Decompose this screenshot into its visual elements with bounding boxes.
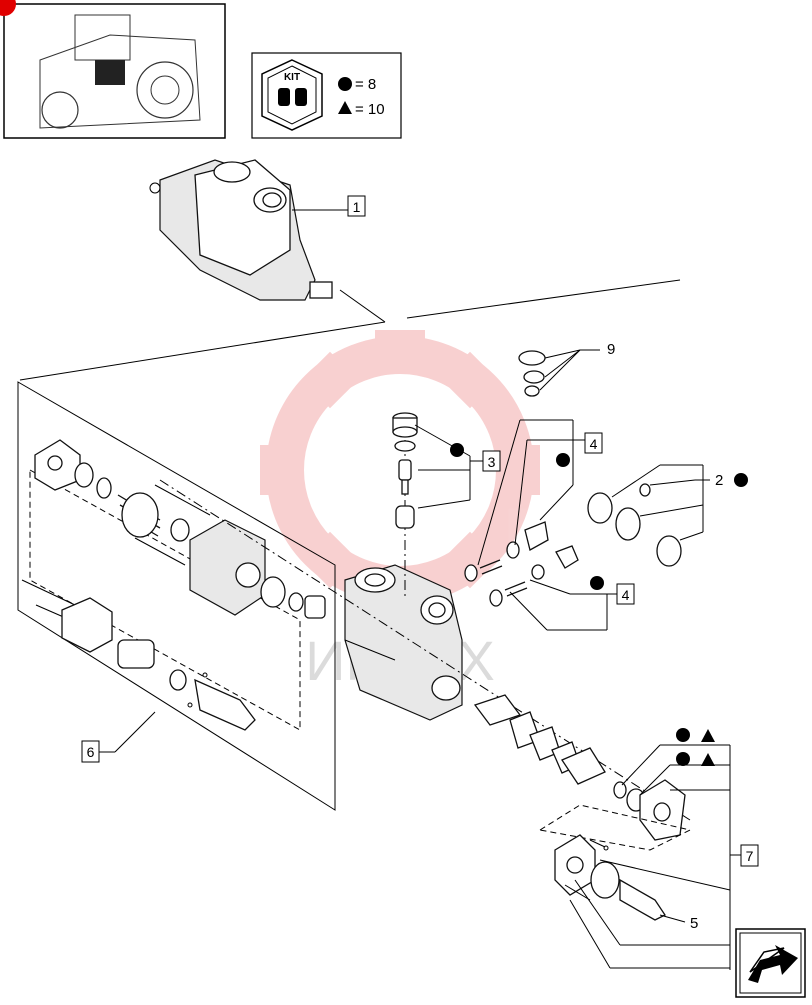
leader-lines-part-1 — [19, 279, 681, 381]
part-4-upper-components — [464, 521, 549, 582]
callout-4-upper-label: 4 — [590, 436, 598, 452]
exploded-panel-group-6 — [17, 381, 336, 811]
axis-line — [159, 479, 691, 821]
callout-6-label: 6 — [87, 744, 95, 760]
callout-1-label: 1 — [353, 199, 361, 215]
callout-3-label: 3 — [488, 454, 496, 470]
next-page-arrow-icon[interactable] — [735, 928, 806, 998]
callout-3[interactable]: 3 — [482, 450, 501, 472]
callout-7[interactable]: 7 — [740, 844, 759, 867]
callout-1[interactable]: 1 — [347, 195, 366, 217]
part-3-stack — [392, 412, 418, 529]
callout-5-label: 5 — [690, 915, 698, 932]
kit-label: KIT — [284, 72, 300, 83]
valve-assembly-part-1 — [149, 159, 333, 301]
kit-legend-circle: = 8 — [338, 76, 376, 93]
callout-2-label: 2 — [715, 472, 723, 489]
spool-components — [473, 694, 692, 921]
kit-legend-box: KIT — [251, 52, 402, 139]
corner-badge — [0, 0, 16, 16]
valve-body — [344, 564, 463, 721]
callout-4-upper[interactable]: 4 — [584, 432, 603, 454]
part-7-legend-symbols — [676, 728, 715, 766]
callout-4-lower[interactable]: 4 — [616, 583, 635, 605]
callout-7-label: 7 — [746, 848, 754, 864]
part-4-upper-legend-dot — [556, 453, 570, 467]
callout-9-label: 9 — [607, 341, 615, 358]
callout-6[interactable]: 6 — [81, 740, 100, 763]
callout-4-lower-label: 4 — [622, 587, 630, 603]
part-4-lower-components — [489, 545, 579, 607]
part-3-legend-dot — [450, 443, 464, 457]
part-4-lower-legend-dot — [590, 576, 604, 590]
kit-legend-circle-value: = 8 — [355, 76, 376, 93]
kit-legend-triangle: = 10 — [338, 101, 385, 118]
tractor-thumbnail-icon[interactable] — [3, 3, 226, 139]
kit-legend-triangle-value: = 10 — [355, 101, 385, 118]
part-2-o-rings — [587, 483, 682, 567]
part-2-legend-dot — [734, 473, 748, 487]
